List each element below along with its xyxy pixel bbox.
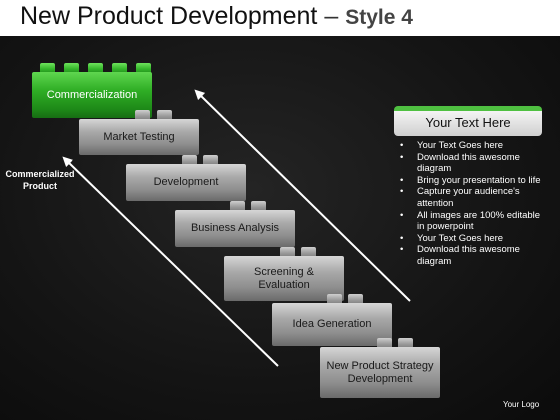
block-stud — [251, 201, 266, 212]
block-stud — [135, 110, 150, 121]
block-stud — [327, 294, 342, 305]
title-subtitle: Style 4 — [345, 6, 413, 29]
block-stud — [64, 63, 79, 74]
panel-header: Your Text Here — [394, 106, 542, 136]
slide-title: New Product Development – Style 4 — [20, 2, 413, 31]
step-block-idea-generation: Idea Generation — [272, 294, 392, 346]
step-block-development: Development — [126, 155, 246, 201]
step-block-screening-evaluation: Screening & Evaluation — [224, 247, 344, 301]
arrows-layer — [62, 89, 411, 367]
step-block-market-testing: Market Testing — [79, 110, 199, 155]
title-bar: New Product Development – Style 4 — [0, 0, 560, 36]
bullet-item: Capture your audience's attention — [398, 186, 548, 209]
block-stud — [348, 294, 363, 305]
bullet-item: Download this awesome diagram — [398, 152, 548, 175]
title-main: New Product Development — [20, 2, 318, 30]
block-stud — [203, 155, 218, 166]
step-label: New Product Strategy Development — [320, 347, 440, 398]
bullet-list: Your Text Goes hereDownload this awesome… — [398, 140, 548, 268]
step-block-commercialization: Commercialization — [32, 63, 152, 118]
block-stud — [157, 110, 172, 121]
bullet-item: Your Text Goes here — [398, 140, 548, 152]
block-stud — [230, 201, 245, 212]
block-stud — [88, 63, 103, 74]
block-stud — [112, 63, 127, 74]
step-label: Idea Generation — [272, 303, 392, 346]
block-stud — [301, 247, 316, 258]
lower-arrow — [62, 156, 279, 367]
step-block-new-product-strategy-development: New Product Strategy Development — [320, 338, 440, 398]
block-stud — [136, 63, 151, 74]
bullet-item: Download this awesome diagram — [398, 244, 548, 267]
block-stud — [280, 247, 295, 258]
step-label: Market Testing — [79, 119, 199, 155]
block-stud — [182, 155, 197, 166]
bullet-item: Bring your presentation to life — [398, 175, 548, 187]
step-label: Screening & Evaluation — [224, 256, 344, 301]
bullet-item: All images are 100% editable in powerpoi… — [398, 210, 548, 233]
logo-placeholder: Your Logo — [503, 400, 540, 409]
bullet-item: Your Text Goes here — [398, 233, 548, 245]
block-stud — [40, 63, 55, 74]
step-label: Development — [126, 164, 246, 201]
block-stud — [377, 338, 392, 349]
commercialized-product-label: Commercialized Product — [5, 169, 75, 191]
block-stud — [398, 338, 413, 349]
title-dash: – — [324, 2, 339, 30]
step-block-business-analysis: Business Analysis — [175, 201, 295, 247]
upper-arrow — [194, 89, 411, 302]
step-label: Commercialization — [32, 72, 152, 118]
step-label: Business Analysis — [175, 210, 295, 247]
